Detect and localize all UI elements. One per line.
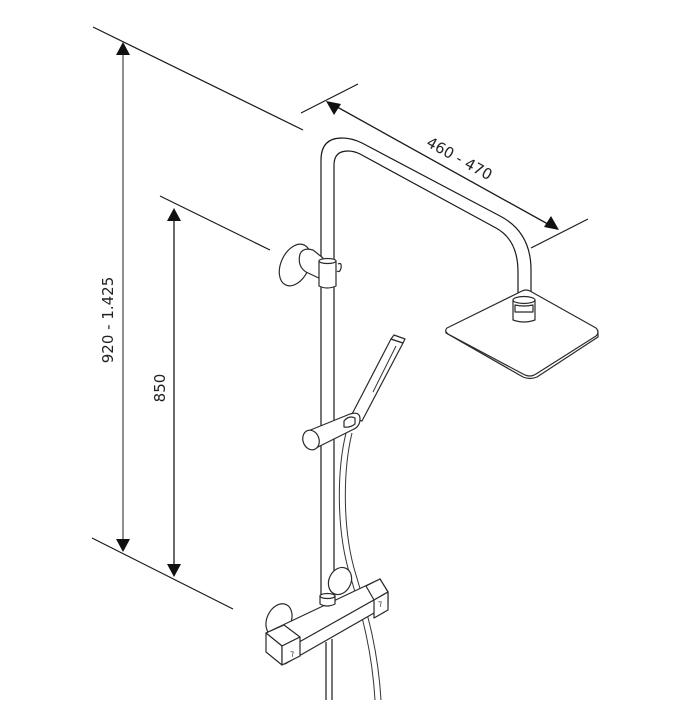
hand-shower-slider: [302, 412, 361, 451]
dimension-line: [329, 102, 556, 229]
extension-line-bottom: [91, 537, 234, 610]
arrow-down-icon: [116, 539, 130, 552]
arm-reach-label: 460 - 470: [423, 133, 495, 184]
arrow-down-icon: [167, 564, 181, 577]
overhead-arm: [320, 137, 532, 300]
bracket-height-dimension: 850: [151, 195, 271, 577]
bracket-height-label: 850: [151, 374, 169, 403]
flow-mark-icon: ⁊: [378, 599, 382, 608]
arrow-up-icon: [167, 208, 181, 221]
overall-height-dimension: 920 - 1.425: [91, 26, 304, 610]
arm-reach-dimension: 460 - 470: [300, 83, 589, 249]
shower-hose: [338, 432, 382, 701]
overall-height-label: 920 - 1.425: [99, 277, 117, 364]
arrow-left-icon: [326, 101, 341, 115]
wall-bracket: [278, 243, 342, 289]
arrow-right-icon: [544, 216, 559, 230]
rain-shower-head: [445, 289, 599, 380]
extension-line-right: [530, 218, 589, 249]
thermostatic-mixer: ⁊ ⁊: [265, 566, 389, 700]
extension-line-top: [92, 26, 304, 131]
hand-shower: [349, 334, 406, 422]
extension-line-left: [300, 83, 359, 114]
temperature-mark-icon: ⁊: [290, 649, 294, 658]
arrow-up-icon: [116, 42, 130, 55]
extension-line-bracket: [159, 195, 271, 251]
